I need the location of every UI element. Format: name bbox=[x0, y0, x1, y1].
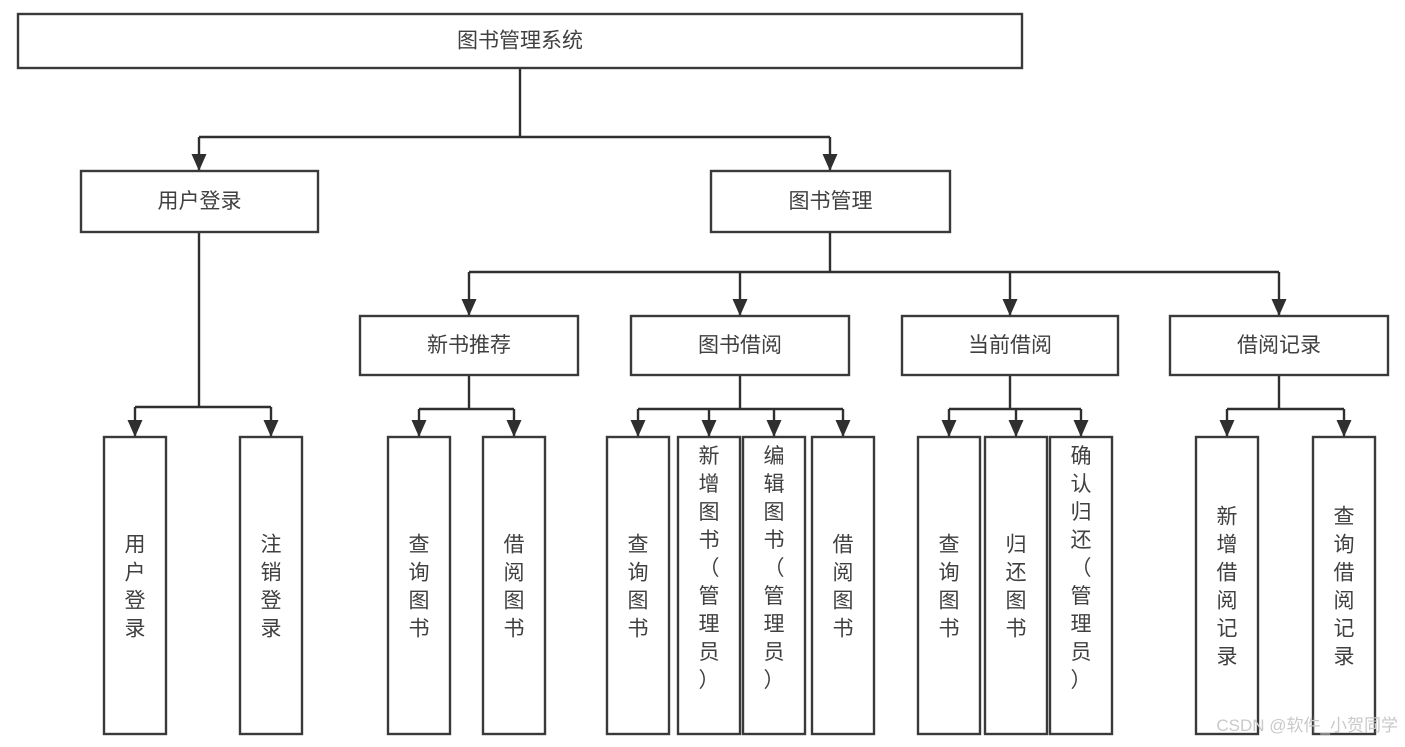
node-label-vertical: 归还图书 bbox=[1006, 533, 1027, 640]
node-label-vertical: 借阅图书 bbox=[833, 533, 854, 640]
node-label-vertical: 编辑图书（管理员） bbox=[764, 445, 785, 692]
node-leaf-查询图书[interactable]: 查询图书 bbox=[386, 435, 452, 736]
connector-arrowhead bbox=[411, 420, 427, 437]
node-box[interactable] bbox=[983, 435, 1049, 736]
csdn-watermark: CSDN @软件_小贺同学 bbox=[1216, 716, 1398, 735]
node-leaf-用户登录[interactable]: 用户登录 bbox=[102, 435, 168, 736]
node-label: 当前借阅 bbox=[968, 334, 1052, 357]
node-label: 用户登录 bbox=[158, 190, 242, 213]
node-leaf-查询图书[interactable]: 查询图书 bbox=[916, 435, 982, 736]
node-box[interactable] bbox=[481, 435, 547, 736]
node-level2-借阅记录[interactable]: 借阅记录 bbox=[1168, 314, 1390, 377]
node-label-vertical: 借阅图书 bbox=[504, 533, 525, 640]
node-layer: 图书管理系统用户登录图书管理新书推荐图书借阅当前借阅借阅记录用户登录注销登录查询… bbox=[16, 12, 1390, 736]
connector-arrowhead bbox=[766, 420, 782, 437]
node-label: 图书管理系统 bbox=[457, 30, 583, 53]
node-label-vertical: 查询图书 bbox=[939, 533, 960, 640]
connector-arrowhead bbox=[835, 420, 851, 437]
connector-arrowhead bbox=[461, 299, 477, 316]
node-root-图书管理系统[interactable]: 图书管理系统 bbox=[16, 12, 1024, 70]
node-label-vertical: 查询图书 bbox=[628, 533, 649, 640]
node-level1-用户登录[interactable]: 用户登录 bbox=[79, 169, 320, 234]
node-box[interactable] bbox=[605, 435, 671, 736]
node-level2-当前借阅[interactable]: 当前借阅 bbox=[900, 314, 1120, 377]
node-leaf-编辑图书管理员[interactable]: 编辑图书（管理员） bbox=[741, 435, 807, 736]
node-leaf-借阅图书[interactable]: 借阅图书 bbox=[810, 435, 876, 736]
node-label-vertical: 查询图书 bbox=[409, 533, 430, 640]
node-box[interactable] bbox=[1168, 314, 1390, 377]
node-label-vertical: 新增借阅记录 bbox=[1217, 505, 1238, 668]
node-box[interactable] bbox=[102, 435, 168, 736]
node-leaf-借阅图书[interactable]: 借阅图书 bbox=[481, 435, 547, 736]
node-label-vertical: 用户登录 bbox=[125, 533, 146, 640]
node-box[interactable] bbox=[916, 435, 982, 736]
node-box[interactable] bbox=[810, 435, 876, 736]
connector-arrowhead bbox=[701, 420, 717, 437]
node-level2-新书推荐[interactable]: 新书推荐 bbox=[358, 314, 580, 377]
connector-arrowhead bbox=[732, 299, 748, 316]
connector-arrowhead bbox=[1073, 420, 1089, 437]
connector-arrowhead bbox=[1002, 299, 1018, 316]
node-leaf-归还图书[interactable]: 归还图书 bbox=[983, 435, 1049, 736]
connector-arrowhead bbox=[1336, 420, 1352, 437]
node-leaf-确认归还管理员[interactable]: 确认归还（管理员） bbox=[1048, 435, 1114, 736]
connector-arrowhead bbox=[1008, 420, 1024, 437]
node-box[interactable] bbox=[386, 435, 452, 736]
connector-arrowhead bbox=[127, 420, 143, 437]
node-box[interactable] bbox=[629, 314, 851, 377]
node-box[interactable] bbox=[709, 169, 952, 234]
node-box[interactable] bbox=[676, 435, 742, 736]
connector-arrowhead bbox=[630, 420, 646, 437]
node-leaf-新增图书管理员[interactable]: 新增图书（管理员） bbox=[676, 435, 742, 736]
node-label-vertical: 注销登录 bbox=[261, 533, 282, 640]
node-box[interactable] bbox=[238, 435, 304, 736]
node-label-vertical: 查询借阅记录 bbox=[1334, 505, 1355, 668]
node-box[interactable] bbox=[16, 12, 1024, 70]
node-label-vertical: 新增图书（管理员） bbox=[699, 445, 720, 692]
connector-arrowhead bbox=[191, 154, 207, 171]
node-label: 图书借阅 bbox=[698, 334, 782, 357]
connector-arrowhead bbox=[506, 420, 522, 437]
node-box[interactable] bbox=[1194, 435, 1260, 736]
connector-arrowhead bbox=[1219, 420, 1235, 437]
node-leaf-查询借阅记录[interactable]: 查询借阅记录 bbox=[1311, 435, 1377, 736]
connector-arrowhead bbox=[263, 420, 279, 437]
node-box[interactable] bbox=[1048, 435, 1114, 736]
node-label-vertical: 确认归还（管理员） bbox=[1071, 445, 1092, 692]
node-label: 图书管理 bbox=[789, 190, 873, 213]
connector-arrowhead bbox=[822, 154, 838, 171]
connector-arrowhead bbox=[1271, 299, 1287, 316]
node-box[interactable] bbox=[741, 435, 807, 736]
node-label: 借阅记录 bbox=[1237, 334, 1321, 357]
node-level1-图书管理[interactable]: 图书管理 bbox=[709, 169, 952, 234]
node-leaf-查询图书[interactable]: 查询图书 bbox=[605, 435, 671, 736]
node-box[interactable] bbox=[358, 314, 580, 377]
node-box[interactable] bbox=[900, 314, 1120, 377]
node-leaf-注销登录[interactable]: 注销登录 bbox=[238, 435, 304, 736]
node-box[interactable] bbox=[1311, 435, 1377, 736]
connector-arrowhead bbox=[941, 420, 957, 437]
connector-layer bbox=[127, 68, 1352, 437]
node-box[interactable] bbox=[79, 169, 320, 234]
node-leaf-新增借阅记录[interactable]: 新增借阅记录 bbox=[1194, 435, 1260, 736]
node-level2-图书借阅[interactable]: 图书借阅 bbox=[629, 314, 851, 377]
node-label: 新书推荐 bbox=[427, 334, 511, 357]
